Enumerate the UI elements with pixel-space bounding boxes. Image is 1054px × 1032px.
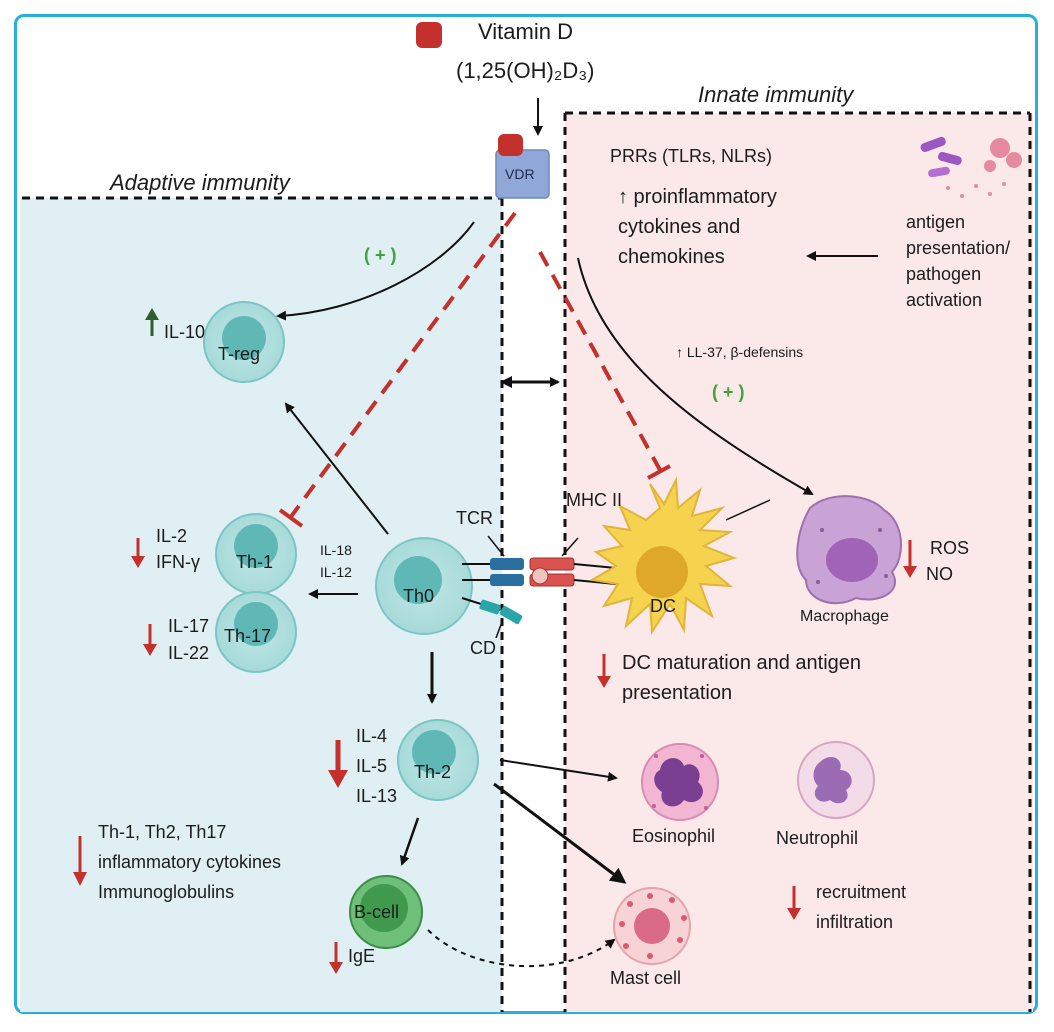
- treg-nucleus: [222, 316, 266, 360]
- cd-pointer: [495, 621, 503, 639]
- th2-down-arrow: [328, 740, 348, 788]
- inhibit-dc-bar: [647, 464, 671, 480]
- neutrophil-label: Neutrophil: [776, 828, 859, 848]
- th2-to-mast-arrow: [493, 782, 627, 884]
- proinflammatory-line-3: chemokines: [618, 246, 725, 268]
- dc-macrophage-line: [725, 499, 771, 521]
- macrophage-down-arrow: [903, 540, 917, 578]
- summary-line-2: inflammatory cytokines: [98, 852, 282, 872]
- th2-cytokine-3: IL-13: [356, 786, 398, 806]
- inhibit-dc-line: [538, 251, 662, 471]
- mhc-line-1: [573, 563, 617, 569]
- tcr-pointer: [487, 535, 505, 557]
- th2-cytokine-2: IL-5: [356, 756, 388, 776]
- antigen-line-4: activation: [906, 290, 983, 310]
- proinflammatory-line-2: cytokines and: [618, 216, 741, 238]
- th1-cytokine-1: IL-2: [156, 526, 188, 546]
- vitamin-d-label: Vitamin D: [478, 19, 573, 44]
- bcell-label: B-cell: [354, 902, 400, 922]
- eosinophil-label: Eosinophil: [632, 826, 716, 846]
- th2-nucleus: [412, 730, 456, 774]
- cd-block-1: [479, 599, 501, 615]
- th1-label: Th-1: [236, 552, 274, 572]
- th17-cytokine-2: IL-22: [168, 643, 210, 663]
- plus-innate: ( + ): [712, 382, 745, 402]
- th0-signal-1: IL-18: [320, 542, 352, 558]
- treg-label: T-reg: [218, 344, 261, 364]
- th17-down-arrow: [143, 624, 157, 656]
- tcr-label: TCR: [456, 508, 493, 528]
- vitamin-d-formula: (1,25(OH)₂D₃): [456, 58, 595, 83]
- ll37-label: ↑ LL-37, β-defensins: [676, 344, 804, 360]
- eosinophil-cell: [641, 743, 719, 821]
- th0-signal-2: IL-12: [320, 564, 352, 580]
- th2-label: Th-2: [414, 762, 452, 782]
- antigen-line-2: presentation/: [906, 238, 1011, 258]
- recruitment-down-arrow: [787, 886, 801, 920]
- antigen-peptide: [531, 567, 549, 585]
- recruitment-line-1: recruitment: [816, 882, 907, 902]
- dc-down-arrow: [597, 654, 611, 688]
- inhibit-th1-bar: [278, 508, 304, 528]
- th0-to-treg-arrow: [284, 402, 389, 535]
- macrophage-effect-1: ROS: [930, 538, 970, 558]
- adaptive-title: Adaptive immunity: [110, 170, 290, 195]
- summary-line-1: Th-1, Th2, Th17: [98, 822, 227, 842]
- ige-down-arrow: [329, 942, 343, 974]
- th17-label: Th-17: [224, 626, 272, 646]
- macrophage-cell: [796, 495, 903, 605]
- vdr-to-macrophage-arrow: [577, 257, 814, 495]
- mhc-label: MHC II: [566, 490, 622, 510]
- bcell-nucleus: [360, 884, 408, 932]
- innate-title: Innate immunity: [698, 82, 854, 107]
- th0-nucleus: [394, 556, 442, 604]
- mhc-block-1: [529, 557, 575, 571]
- th1-down-arrow: [131, 538, 145, 568]
- th1-cytokine-2: IFN-γ: [156, 552, 200, 572]
- vitamin-d-icon: [416, 22, 442, 48]
- vdr-to-treg-arrow: [276, 221, 475, 321]
- dc-label: DC: [650, 596, 676, 616]
- summary-down-arrow: [73, 836, 87, 886]
- plus-adaptive: ( + ): [364, 245, 397, 265]
- th1-nucleus: [234, 524, 278, 568]
- tcr-block-1: [490, 558, 524, 570]
- mhc-pointer: [561, 537, 579, 557]
- mast-cell: [613, 887, 691, 965]
- cd-label: CD: [470, 638, 496, 658]
- th0-label: Th0: [403, 586, 435, 606]
- il10-label: IL-10: [164, 322, 206, 342]
- th17-nucleus: [234, 602, 278, 646]
- th2-to-bcell-arrow: [399, 817, 420, 866]
- th2-to-eosinophil-arrow: [499, 759, 618, 782]
- bcell-to-mast-arrow: [427, 929, 616, 968]
- bound-vitamin-icon: [498, 134, 523, 156]
- dendritic-cell: [589, 476, 738, 636]
- th17-cytokine-1: IL-17: [168, 616, 210, 636]
- antigen-line-3: pathogen: [906, 264, 982, 284]
- ige-label: IgE: [348, 946, 376, 966]
- summary-line-3: Immunoglobulins: [98, 882, 235, 902]
- macrophage-label: Macrophage: [800, 608, 889, 625]
- pathogen-icon: [920, 136, 1022, 198]
- vdr-label: VDR: [505, 166, 535, 182]
- proinflammatory-line-1: ↑ proinflammatory: [618, 186, 777, 208]
- th2-cytokine-1: IL-4: [356, 726, 388, 746]
- inhibit-th1-line: [288, 211, 517, 520]
- macrophage-effect-2: NO: [926, 564, 953, 584]
- cd-block-2: [499, 605, 523, 625]
- antigen-line-1: antigen: [906, 212, 966, 232]
- dc-effect-line-2: presentation: [622, 682, 733, 704]
- prrs-label: PRRs (TLRs, NLRs): [610, 146, 773, 166]
- dc-effect-line-1: DC maturation and antigen: [622, 652, 862, 674]
- tcr-block-2: [490, 574, 524, 586]
- mast-cell-label: Mast cell: [610, 968, 682, 988]
- neutrophil-cell: [797, 741, 875, 819]
- recruitment-line-2: infiltration: [816, 912, 894, 932]
- treg-up-arrow: [145, 308, 159, 336]
- figure-frame: [14, 14, 1038, 1014]
